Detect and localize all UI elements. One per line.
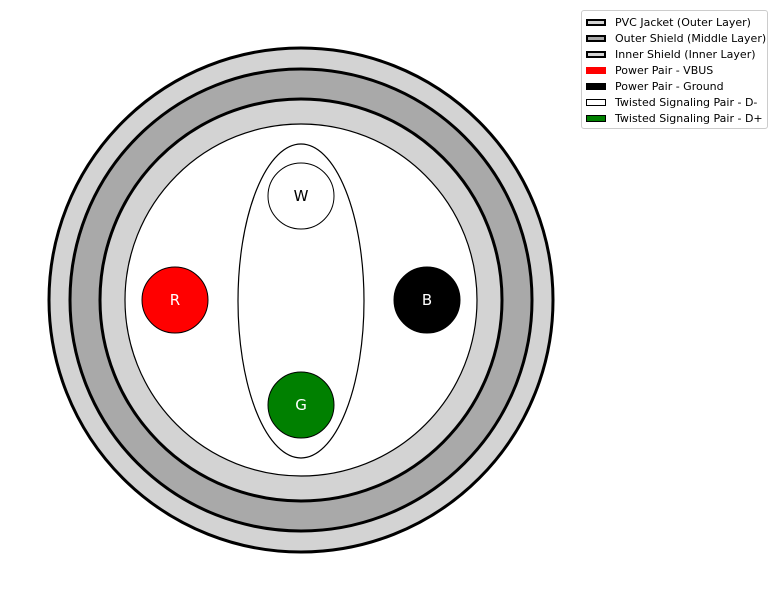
legend-item: Outer Shield (Middle Layer)	[586, 30, 767, 46]
wire-ground-letter: B	[422, 291, 432, 309]
legend-label: Power Pair - VBUS	[615, 63, 714, 77]
wire-vbus	[141, 266, 209, 334]
wire-vbus-letter: R	[170, 291, 180, 309]
legend-item: Twisted Signaling Pair - D-	[586, 94, 763, 110]
wire-d-minus	[267, 162, 335, 230]
legend-swatch	[586, 114, 606, 122]
legend-label: Inner Shield (Inner Layer)	[615, 47, 756, 61]
legend-item: PVC Jacket (Outer Layer)	[586, 14, 763, 30]
legend-swatch	[586, 98, 606, 106]
legend-label: Twisted Signaling Pair - D+	[615, 111, 763, 125]
legend-label: Power Pair - Ground	[615, 79, 724, 93]
legend-item: Power Pair - VBUS	[586, 62, 763, 78]
legend-item: Inner Shield (Inner Layer)	[586, 46, 763, 62]
legend-swatch	[586, 66, 606, 74]
legend-label: Twisted Signaling Pair - D-	[615, 95, 758, 109]
legend-item: Power Pair - Ground	[586, 78, 763, 94]
legend-swatch	[586, 34, 606, 42]
wire-d-plus-letter: G	[295, 396, 307, 414]
legend-swatch	[586, 50, 606, 58]
legend-label: PVC Jacket (Outer Layer)	[615, 15, 751, 29]
legend-swatch	[586, 82, 606, 90]
wire-ground	[393, 266, 461, 334]
twisted-pair-boundary	[237, 143, 365, 459]
legend: PVC Jacket (Outer Layer) Outer Shield (Mi…	[581, 10, 768, 129]
cable-core	[124, 123, 478, 477]
legend-swatch	[586, 18, 606, 26]
legend-item: Twisted Signaling Pair - D+	[586, 110, 763, 126]
legend-label: Outer Shield (Middle Layer)	[615, 31, 767, 45]
wire-d-minus-letter: W	[294, 187, 309, 205]
wire-d-plus	[267, 371, 335, 439]
